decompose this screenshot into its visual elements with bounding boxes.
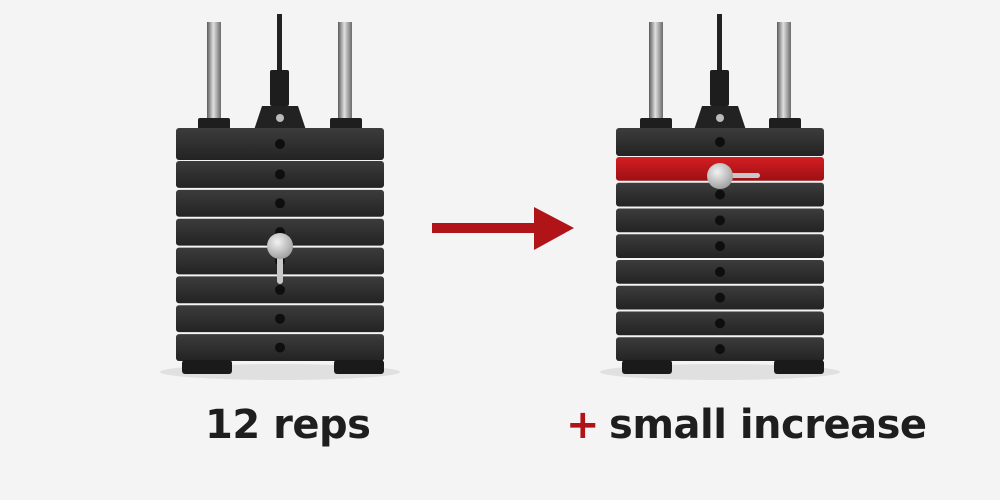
arrow-right-icon [432,207,574,250]
pin-hole [715,189,725,200]
cable [717,14,722,76]
left-caption: 12 reps [205,402,371,448]
weight-pin-icon[interactable] [267,233,293,284]
pin-hole [715,215,725,226]
pin-hole [275,198,285,209]
caption-text: 12 reps [205,402,371,448]
right-caption: +small increase [566,402,927,448]
left-guide-rod [649,22,663,124]
cable [277,14,282,76]
pin-hole [715,318,725,329]
pin-hole [715,292,725,303]
pin-hole [715,266,725,277]
right-guide-rod [338,22,352,124]
plus-icon: + [566,402,600,448]
pin-hole [715,344,725,355]
pin-hole [275,284,285,295]
pin-hole [715,241,725,252]
right-guide-rod [777,22,791,124]
pin-hole [275,342,285,353]
right-weight-stack [600,14,840,380]
left-weight-stack [160,14,400,380]
weight-pin-icon[interactable] [707,163,760,189]
caption-text: small increase [609,402,927,448]
left-guide-rod [207,22,221,124]
pin-hole [275,313,285,324]
pin-hole [275,169,285,180]
